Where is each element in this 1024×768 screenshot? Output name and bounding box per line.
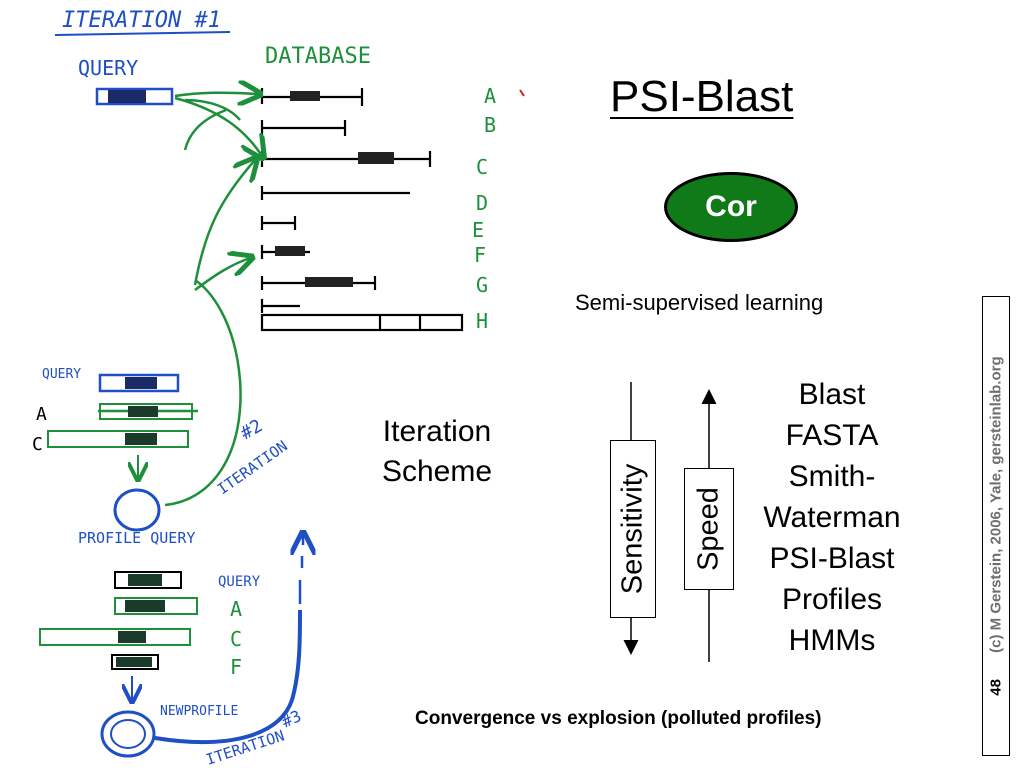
slide-title: PSI-Blast: [610, 72, 794, 121]
speed-box: Speed: [684, 468, 734, 590]
sketch-database-letters: A B C D E F G H: [472, 84, 496, 333]
stack2-letter-f: F: [230, 655, 242, 679]
sketch-query-small-label-2: QUERY: [218, 574, 261, 590]
db-letter-a: A: [484, 84, 496, 108]
sketch-query-stack-1: [47, 373, 198, 448]
db-letter-d: D: [476, 191, 488, 215]
iteration-scheme-line-2: Scheme: [381, 455, 493, 488]
sketch-query-small-label: QUERY: [42, 367, 81, 382]
sketch-new-profile-label: NEWPROFILE: [160, 704, 238, 719]
sketch-iteration-3-path: [154, 535, 303, 745]
sketch-query-arrows: [174, 93, 262, 156]
cor-oval-label: Cor: [705, 190, 757, 223]
sketch-query-bar: [95, 87, 174, 106]
cor-oval: Cor: [664, 172, 798, 242]
db-letter-e: E: [472, 218, 484, 242]
sketch-query-label: QUERY: [78, 56, 138, 80]
db-letter-c: C: [476, 155, 488, 179]
method-item: FASTA: [785, 419, 879, 452]
semi-supervised-label: Semi-supervised learning: [575, 290, 824, 315]
method-item: Waterman: [763, 501, 901, 534]
copyright-bar: 48 (c) M Gerstein, 2006, Yale, gersteinl…: [982, 296, 1010, 756]
speed-label: Speed: [692, 487, 725, 571]
sketch-database-sequences: [260, 88, 464, 332]
stack2-letter-a: A: [230, 597, 242, 621]
method-item: Smith-: [788, 460, 876, 493]
sketch-profile-query-label: PROFILE QUERY: [78, 529, 195, 547]
methods-list: Blast FASTA Smith- Waterman PSI-Blast Pr…: [752, 374, 912, 661]
sensitivity-label: Sensitivity: [616, 463, 649, 595]
sketch-new-profile-circle: [100, 710, 156, 758]
stack-letter-a: A: [36, 404, 47, 425]
page-number: 48: [987, 679, 1005, 696]
sketch-iteration-2-label: ITERATION: [214, 437, 291, 498]
iteration-scheme-label: Iteration Scheme: [362, 412, 512, 492]
sketch-iteration-3-label: ITERATION: [204, 727, 287, 768]
db-letter-h: H: [476, 309, 488, 333]
db-letter-f: F: [474, 243, 486, 267]
convergence-note: Convergence vs explosion (polluted profi…: [415, 708, 822, 729]
sketch-iteration-3-number: #3: [279, 706, 304, 731]
sketch-iteration-1-label: ITERATION #1: [62, 8, 221, 33]
method-item: HMMs: [788, 624, 876, 657]
sketch-profile-circle: [113, 488, 161, 532]
iteration-scheme-line-1: Iteration: [382, 415, 492, 448]
method-item: Blast: [798, 378, 866, 411]
stack-letter-c: C: [32, 434, 43, 455]
sketch-query-stack-2: [39, 571, 198, 670]
sketch-database-label: DATABASE: [265, 44, 371, 69]
copyright-text: (c) M Gerstein, 2006, Yale, gersteinlab.…: [987, 356, 1005, 653]
method-item: Profiles: [781, 583, 883, 616]
sensitivity-box: Sensitivity: [610, 440, 656, 618]
db-letter-g: G: [476, 273, 488, 297]
method-item: PSI-Blast: [769, 542, 895, 575]
db-letter-b: B: [484, 113, 496, 137]
stack2-letter-c: C: [230, 627, 242, 651]
sketch-iteration-2-loop: [164, 108, 255, 507]
sketch-iteration-2-number: #2: [237, 415, 266, 444]
